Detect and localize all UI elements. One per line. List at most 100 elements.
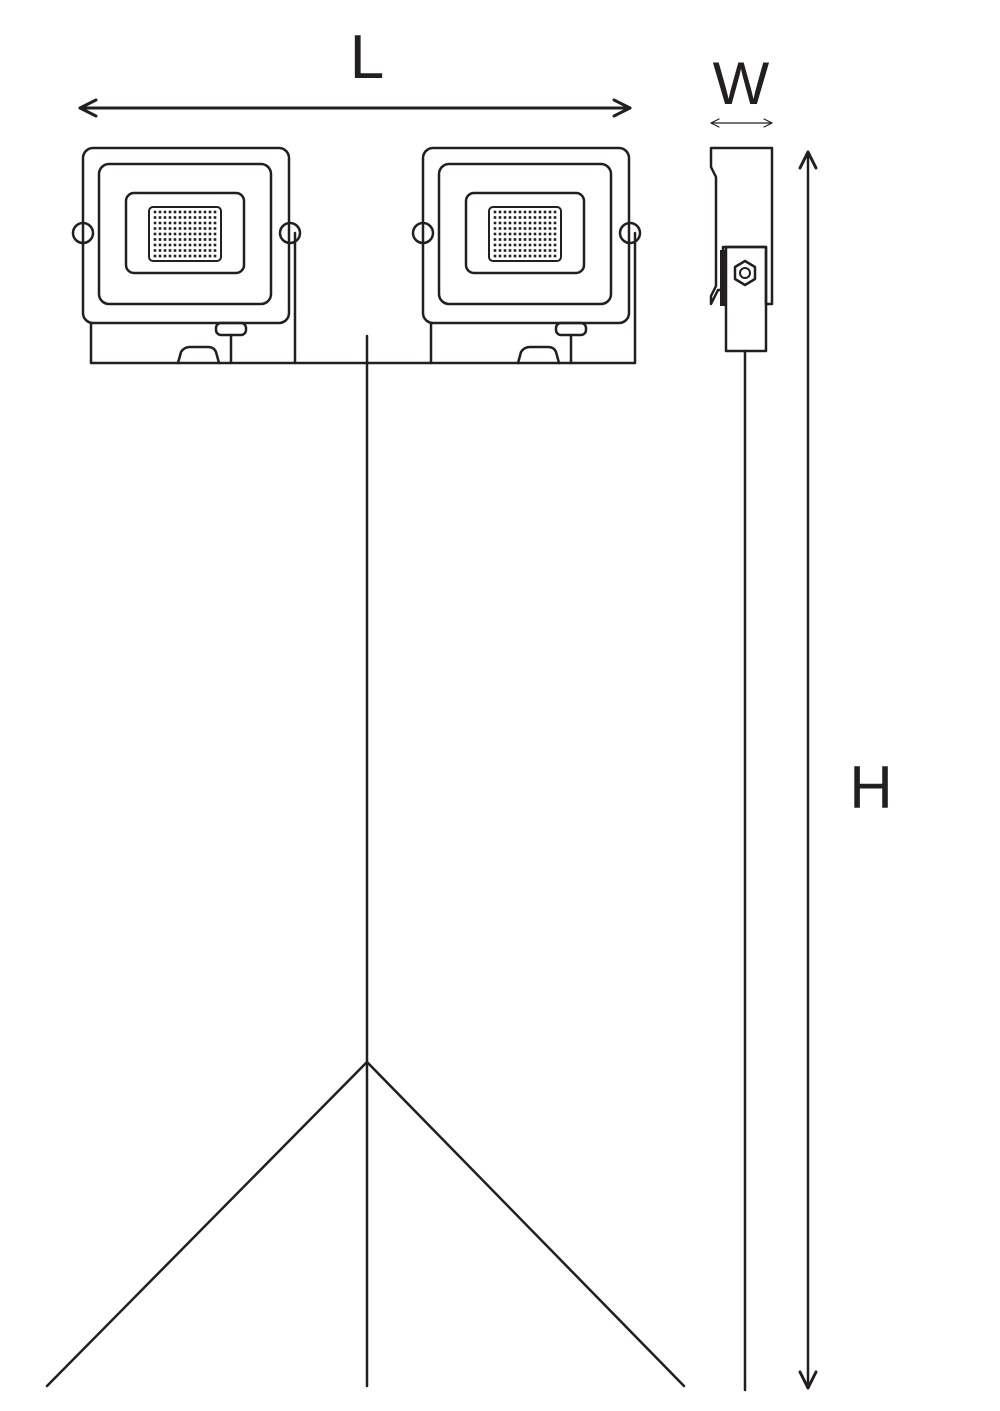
floodlight-left-led-grid-led (168, 216, 172, 219)
floodlight-left-led-grid-led (198, 210, 202, 214)
floodlight-left-led-grid-led (163, 243, 167, 247)
floodlight-right-led-grid-led (493, 249, 497, 252)
height-dimension: H (798, 150, 893, 1390)
floodlight-right-led-grid-led (513, 221, 517, 225)
floodlight-left-led-grid-led (203, 249, 207, 252)
floodlight-right-led-grid-led (553, 243, 557, 247)
floodlight-right-led-grid-led (528, 216, 532, 219)
floodlight-left-led-grid-led (188, 227, 192, 230)
floodlight-right-led-grid-led (553, 227, 557, 230)
floodlight-left-led-grid-led (158, 210, 162, 214)
side-view-hex-bolt-icon (733, 259, 757, 287)
floodlight-right-led-grid-led (528, 232, 532, 236)
floodlight-right-led-grid-led (493, 238, 497, 241)
floodlight-left-led-grid-led (178, 227, 182, 230)
floodlight-left-led-grid-led (173, 227, 177, 230)
floodlight-right-led-grid-led (503, 254, 507, 258)
floodlight-left-led-grid-led (198, 216, 202, 219)
floodlight-left-led-grid-led (208, 221, 212, 225)
floodlight-right (411, 146, 642, 365)
floodlight-right-led-grid-led (498, 210, 502, 214)
floodlight-right-led-grid-led (543, 249, 547, 252)
floodlight-left-led-grid-led (188, 238, 192, 241)
floodlight-left-led-grid-led (203, 216, 207, 219)
floodlight-right-led-grid-led (533, 232, 537, 236)
floodlight-left-lens (124, 191, 246, 275)
floodlight-right-led-grid-led (543, 238, 547, 241)
floodlight-left-led-grid-led (163, 249, 167, 252)
floodlight-right-led-grid-led (513, 227, 517, 230)
floodlight-right-led-grid-led (548, 210, 552, 214)
floodlight-right-led-grid-led (538, 243, 542, 247)
floodlight-left-led-grid-led (188, 249, 192, 252)
floodlight-right-led-grid-led (543, 243, 547, 247)
floodlight-right-led-grid-led (553, 249, 557, 252)
floodlight-left-led-grid-led (188, 221, 192, 225)
floodlight-right-led-grid-led (538, 227, 542, 230)
floodlight-right-led-grid-led (513, 238, 517, 241)
floodlight-right-led-grid-led (518, 249, 522, 252)
tripod-leg-left (45, 1060, 369, 1388)
floodlight-left-led-grid-led (193, 238, 197, 241)
floodlight-right-led-grid-led (528, 254, 532, 258)
floodlight-left-led-grid-led (183, 238, 187, 241)
floodlight-left-led-grid-led (153, 249, 157, 252)
tripod-leg-right (365, 1060, 686, 1388)
floodlight-right-led-grid-led (553, 216, 557, 219)
floodlight-right-led-grid-led (503, 232, 507, 236)
floodlight-left-led-grid-led (178, 232, 182, 236)
floodlight-right-led-grid-led (493, 243, 497, 247)
floodlight-left-led-grid-led (203, 210, 207, 214)
floodlight-right-led-grid-led (513, 216, 517, 219)
floodlight-right-led-grid-led (523, 227, 527, 230)
floodlight-left-led-grid-led (183, 221, 187, 225)
floodlight-right-led-grid-led (548, 232, 552, 236)
floodlight-right-led-grid-led (548, 249, 552, 252)
floodlight-left-led-grid-led (158, 249, 162, 252)
floodlight-left-led-grid-led (158, 254, 162, 258)
floodlight-left-led-grid-led (183, 210, 187, 214)
floodlight-right-led-grid-led (493, 254, 497, 258)
floodlight-right-led-grid-led (533, 249, 537, 252)
floodlight-left-led-grid-led (178, 238, 182, 241)
floodlight-left-led-grid-led (213, 243, 217, 247)
floodlight-right-led-grid-led (513, 243, 517, 247)
floodlight-left-led-grid-led (153, 243, 157, 247)
floodlight-right-led-grid-led (533, 238, 537, 241)
floodlight-right-led-grid-led (538, 249, 542, 252)
floodlight-left-led-grid-led (188, 216, 192, 219)
floodlight-right-led-grid-led (508, 249, 512, 252)
floodlight-right-led-grid-led (508, 238, 512, 241)
floodlight-left-led-grid-led (213, 227, 217, 230)
floodlight-left-led-grid-led (163, 221, 167, 225)
floodlight-right-led-grid-led (533, 221, 537, 225)
floodlight-right-led-grid-led (498, 249, 502, 252)
floodlight-left-led-grid-led (198, 249, 202, 252)
floodlight-left-led-grid-led (173, 238, 177, 241)
side-view (709, 146, 774, 1392)
floodlight-right-led-grid-led (508, 232, 512, 236)
floodlight-right-led-grid-led (508, 227, 512, 230)
floodlight-right-led-grid-led (523, 210, 527, 214)
floodlight-left-led-grid-led (213, 254, 217, 258)
floodlight-left-led-grid-led (153, 238, 157, 241)
floodlight-left-led-grid-led (193, 232, 197, 236)
side-view-bracket-plate (720, 250, 727, 306)
floodlight-left-led-grid-led (163, 254, 167, 258)
floodlight-right-led-grid-led (548, 227, 552, 230)
floodlight-right-led-grid-led (518, 210, 522, 214)
floodlight-left-led-grid-led (168, 238, 172, 241)
floodlight-left-led-panel (148, 206, 222, 262)
floodlight-right-led-grid-led (548, 254, 552, 258)
floodlight-right-led-grid-led (513, 210, 517, 214)
floodlight-left-led-grid-led (183, 216, 187, 219)
floodlight-left-led-grid-led (193, 221, 197, 225)
floodlight-right-led-grid-led (543, 232, 547, 236)
floodlight-right-led-grid-led (538, 238, 542, 241)
floodlight-right-led-grid-led (503, 216, 507, 219)
floodlight-left-led-grid-led (203, 221, 207, 225)
floodlight-right-led-grid-led (553, 238, 557, 241)
floodlight-right-led-grid-led (493, 210, 497, 214)
floodlight-left-led-grid-led (158, 221, 162, 225)
